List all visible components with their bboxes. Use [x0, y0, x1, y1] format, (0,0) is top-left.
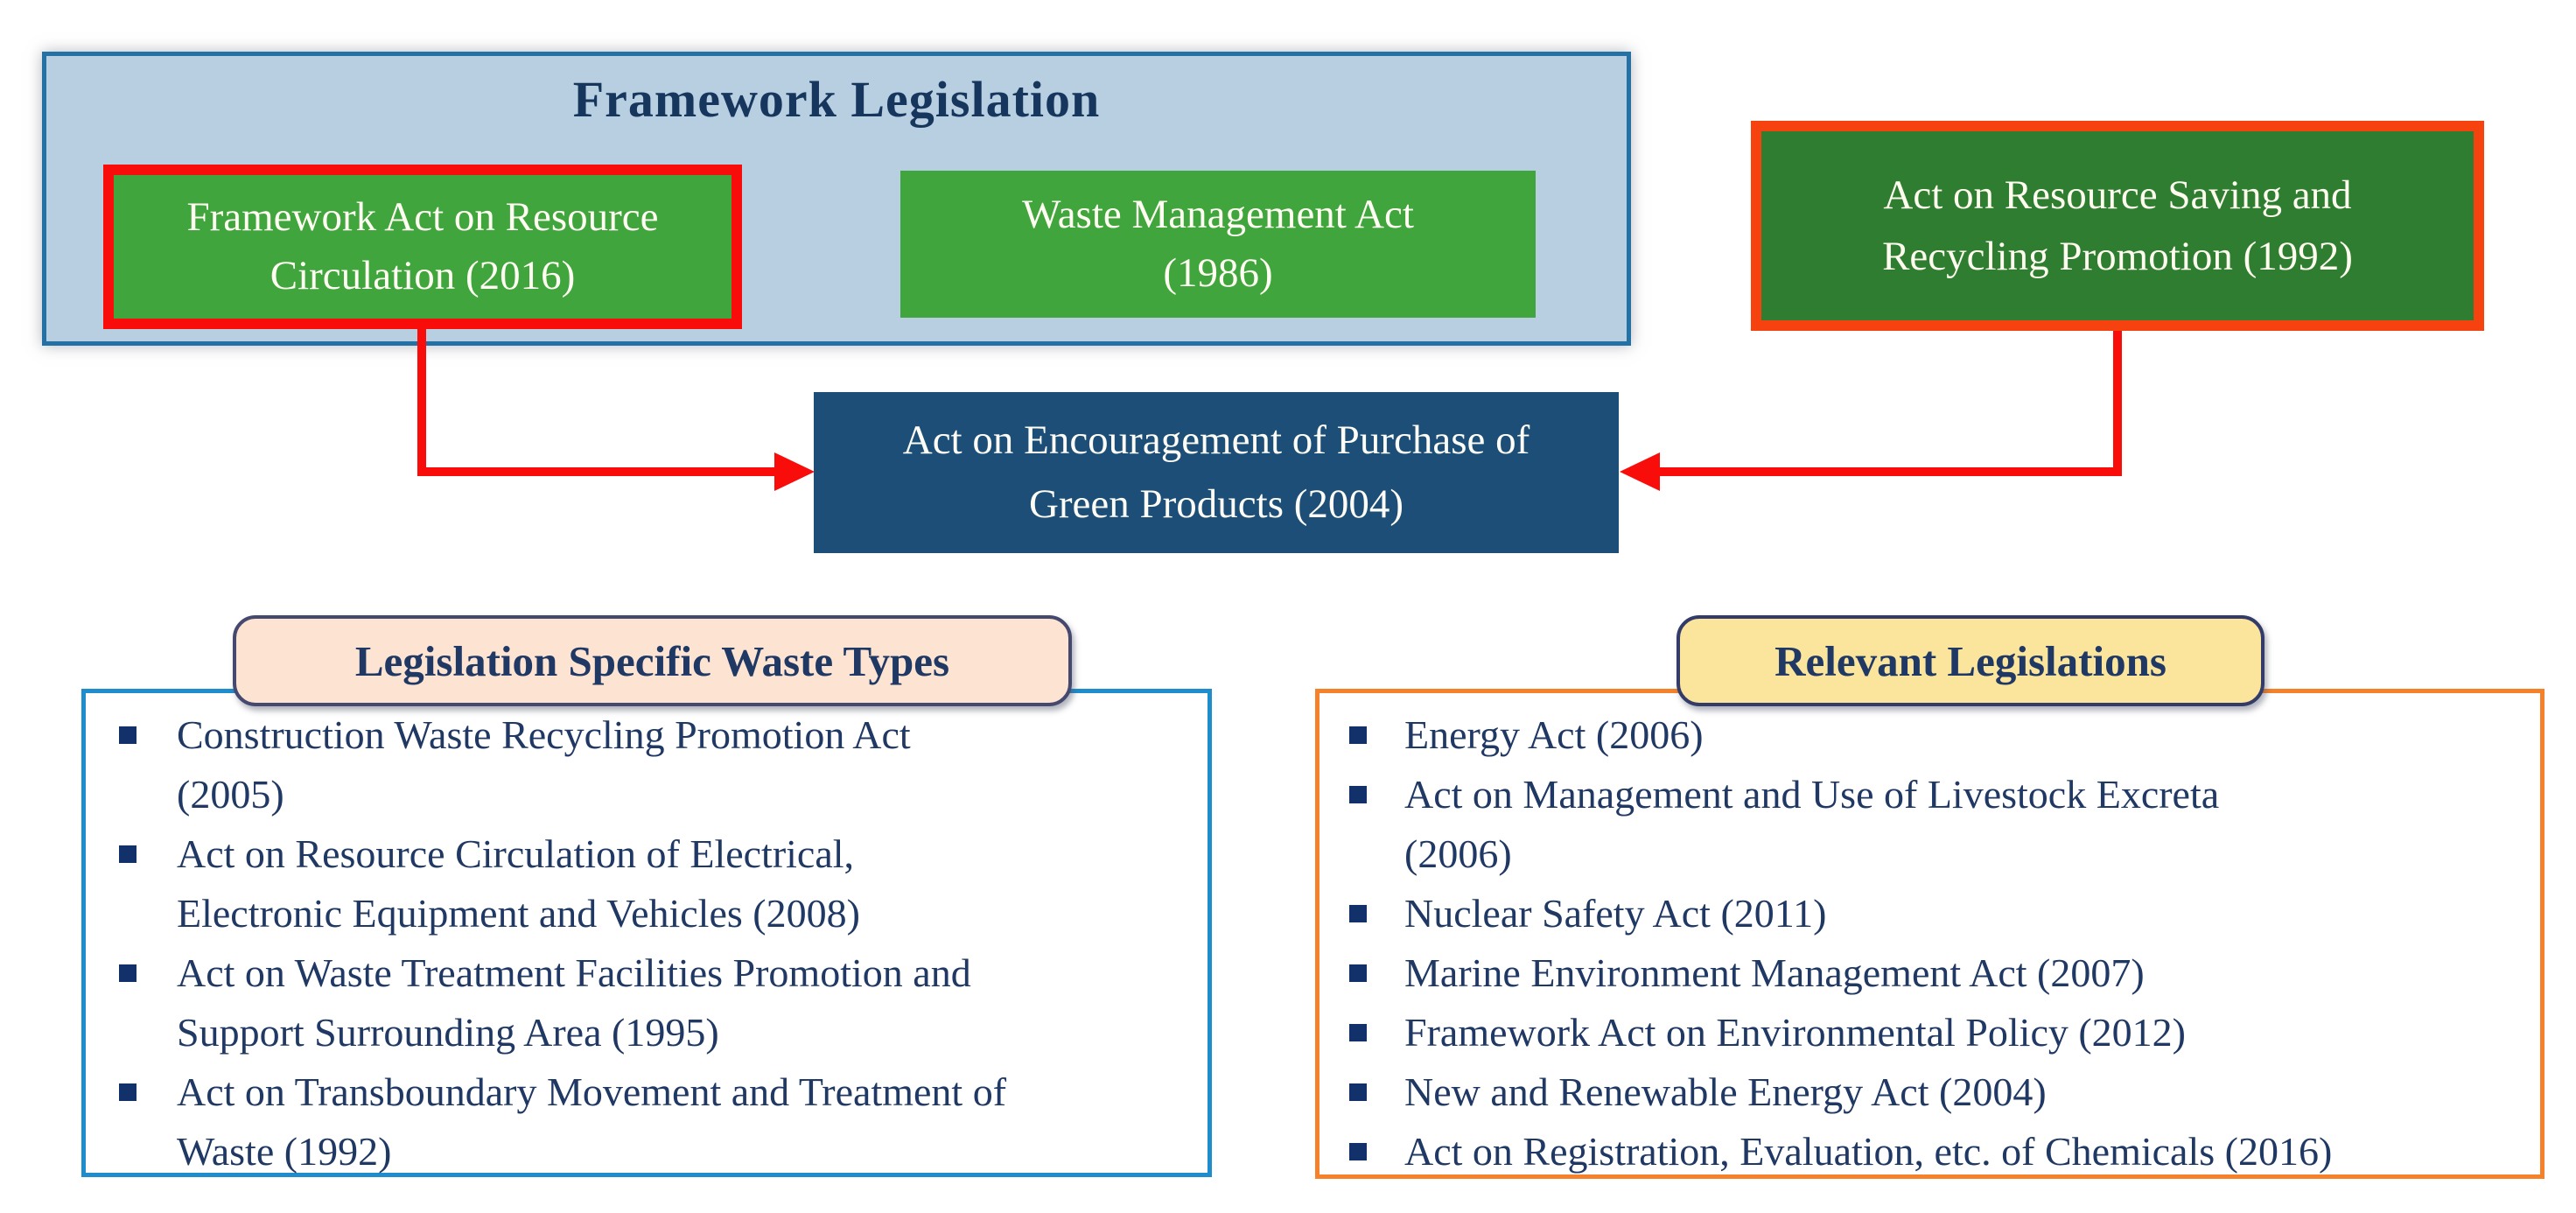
list-item: Act on Transboundary Movement and Treatm… — [86, 1062, 1192, 1181]
connector-right-vertical-line — [2113, 331, 2122, 472]
list-item: Energy Act (2006) — [1320, 705, 2524, 765]
arrowhead-left-icon — [1620, 452, 1660, 491]
bullet-square-icon — [1349, 964, 1367, 982]
bullet-square-icon — [119, 726, 136, 744]
bullet-square-icon — [1349, 1143, 1367, 1160]
framework-act-resource-circulation-box: Framework Act on Resource Circulation (2… — [103, 165, 742, 329]
connector-right-horizontal-line — [1660, 467, 2122, 476]
relevant-legislations-list-box: Energy Act (2006) Act on Management and U… — [1315, 689, 2544, 1179]
resource-saving-recycling-promotion-box: Act on Resource Saving and Recycling Pro… — [1751, 121, 2484, 331]
bullet-square-icon — [1349, 1083, 1367, 1101]
law-item-text: Act on Resource Circulation of Electrica… — [177, 831, 860, 936]
arrowhead-right-icon — [774, 452, 815, 491]
bullet-square-icon — [119, 845, 136, 863]
bullet-square-icon — [1349, 786, 1367, 803]
law-item-text: Construction Waste Recycling Promotion A… — [177, 712, 911, 817]
law-item-text: Framework Act on Environmental Policy (2… — [1404, 1010, 2187, 1055]
list-item: New and Renewable Energy Act (2004) — [1320, 1062, 2524, 1122]
bullet-square-icon — [1349, 726, 1367, 744]
list-item: Marine Environment Management Act (2007) — [1320, 943, 2524, 1003]
panel-title: Framework Legislation — [572, 71, 1101, 128]
bullet-square-icon — [119, 1083, 136, 1101]
law-item-text: Nuclear Safety Act (2011) — [1404, 891, 1827, 936]
law-item-text: Energy Act (2006) — [1404, 712, 1704, 757]
law-item-text: Act on Transboundary Movement and Treatm… — [177, 1069, 1007, 1174]
waste-management-act-box: Waste Management Act (1986) — [900, 171, 1536, 318]
relevant-legislations-list: Energy Act (2006) Act on Management and U… — [1320, 693, 2540, 1181]
right-list-header-badge: Relevant Legislations — [1676, 615, 2264, 706]
waste-types-list-box: Construction Waste Recycling Promotion A… — [81, 689, 1212, 1177]
list-item: Act on Waste Treatment Facilities Promot… — [86, 943, 1192, 1062]
law-item-text: Act on Registration, Evaluation, etc. of… — [1404, 1129, 2333, 1174]
list-item: Act on Resource Circulation of Electrica… — [86, 824, 1192, 943]
list-item: Framework Act on Environmental Policy (2… — [1320, 1003, 2524, 1062]
waste-types-list: Construction Waste Recycling Promotion A… — [86, 693, 1208, 1181]
connector-left-horizontal-line — [417, 467, 776, 476]
law-item-text: Act on Waste Treatment Facilities Promot… — [177, 950, 971, 1055]
connector-left-vertical-line — [417, 325, 426, 472]
left-list-header-badge: Legislation Specific Waste Types — [233, 615, 1072, 706]
law-item-text: New and Renewable Energy Act (2004) — [1404, 1069, 2047, 1114]
bullet-square-icon — [119, 964, 136, 982]
list-item: Act on Management and Use of Livestock E… — [1320, 765, 2524, 884]
law-item-text: Act on Management and Use of Livestock E… — [1404, 772, 2220, 876]
framework-legislation-panel: Framework Legislation Framework Act on R… — [42, 52, 1631, 346]
list-item: Act on Registration, Evaluation, etc. of… — [1320, 1122, 2524, 1181]
list-item: Nuclear Safety Act (2011) — [1320, 884, 2524, 943]
green-products-act-box: Act on Encouragement of Purchase of Gree… — [814, 392, 1619, 553]
law-item-text: Marine Environment Management Act (2007) — [1404, 950, 2145, 995]
list-item: Construction Waste Recycling Promotion A… — [86, 705, 1192, 824]
bullet-square-icon — [1349, 1024, 1367, 1041]
bullet-square-icon — [1349, 905, 1367, 922]
